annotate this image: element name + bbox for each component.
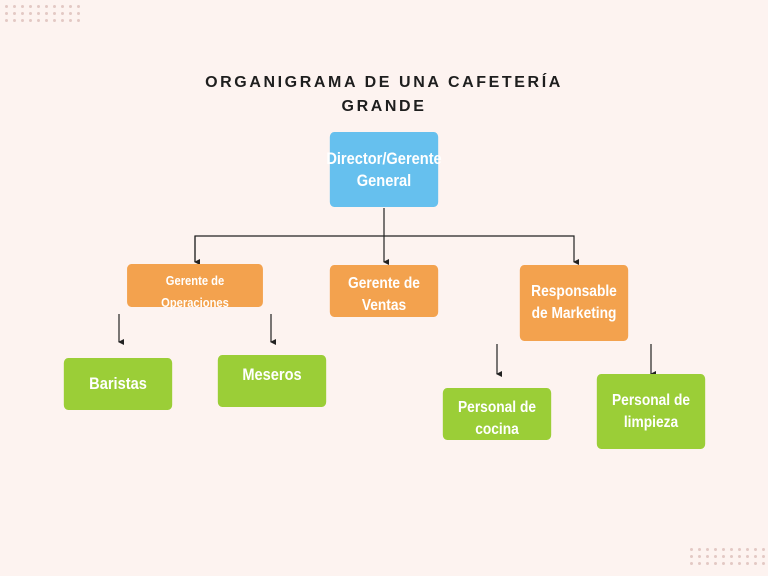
decorative-dot xyxy=(738,555,741,558)
decorative-dot xyxy=(69,19,72,22)
decorative-dot xyxy=(5,5,8,8)
decorative-dot xyxy=(77,12,80,15)
decorative-dot xyxy=(53,19,56,22)
decorative-dot xyxy=(706,548,709,551)
decorative-dot xyxy=(746,562,749,565)
node-gerente-operaciones: Gerente de Operaciones xyxy=(127,264,263,310)
decorative-dot xyxy=(730,562,733,565)
decorative-dot xyxy=(730,548,733,551)
decorative-dot xyxy=(738,548,741,551)
decorative-dot xyxy=(13,12,16,15)
decorative-dot xyxy=(21,5,24,8)
decorative-dot xyxy=(53,5,56,8)
decorative-dot xyxy=(21,19,24,22)
decorative-dot xyxy=(762,562,765,565)
decorative-dot xyxy=(762,555,765,558)
decorative-dot xyxy=(722,548,725,551)
decorative-dot xyxy=(29,5,32,8)
decorative-dot xyxy=(37,5,40,8)
decorative-dot xyxy=(77,19,80,22)
decorative-dots-top-left xyxy=(5,5,85,26)
decorative-dot xyxy=(37,19,40,22)
decorative-dot xyxy=(754,548,757,551)
decorative-dot xyxy=(13,19,16,22)
node-personal-limpieza: Personal de limpieza xyxy=(596,374,706,449)
node-director-general: Director/Gerente General xyxy=(326,132,442,207)
decorative-dot xyxy=(29,12,32,15)
decorative-dot xyxy=(714,562,717,565)
decorative-dot xyxy=(37,12,40,15)
decorative-dot xyxy=(698,555,701,558)
decorative-dot xyxy=(730,555,733,558)
decorative-dot xyxy=(61,12,64,15)
decorative-dot xyxy=(5,19,8,22)
node-gerente-ventas: Gerente de Ventas xyxy=(329,265,439,317)
chart-title-line-2: GRANDE xyxy=(341,98,427,115)
decorative-dot xyxy=(69,5,72,8)
node-baristas: Baristas xyxy=(63,358,173,410)
decorative-dot xyxy=(706,555,709,558)
decorative-dot xyxy=(61,5,64,8)
decorative-dot xyxy=(746,548,749,551)
node-meseros: Meseros xyxy=(217,355,327,407)
chart-title-line-1: ORGANIGRAMA DE UNA CAFETERÍA xyxy=(205,74,563,91)
decorative-dot xyxy=(61,19,64,22)
node-responsable-marketing: Responsable de Marketing xyxy=(519,265,629,341)
decorative-dot xyxy=(77,5,80,8)
decorative-dot xyxy=(13,5,16,8)
decorative-dot xyxy=(690,548,693,551)
decorative-dot xyxy=(754,555,757,558)
decorative-dot xyxy=(698,562,701,565)
decorative-dot xyxy=(714,548,717,551)
chart-title: ORGANIGRAMA DE UNA CAFETERÍA GRANDE xyxy=(0,71,768,119)
decorative-dot xyxy=(45,12,48,15)
decorative-dot xyxy=(690,562,693,565)
decorative-dot xyxy=(714,555,717,558)
decorative-dot xyxy=(45,5,48,8)
decorative-dot xyxy=(698,548,701,551)
decorative-dot xyxy=(754,562,757,565)
decorative-dot xyxy=(5,12,8,15)
decorative-dot xyxy=(21,12,24,15)
decorative-dots-bottom-right xyxy=(690,548,768,569)
decorative-dot xyxy=(738,562,741,565)
decorative-dot xyxy=(722,562,725,565)
decorative-dot xyxy=(29,19,32,22)
node-personal-cocina: Personal de cocina xyxy=(442,388,552,440)
decorative-dot xyxy=(690,555,693,558)
decorative-dot xyxy=(53,12,56,15)
decorative-dot xyxy=(69,12,72,15)
decorative-dot xyxy=(746,555,749,558)
decorative-dot xyxy=(706,562,709,565)
decorative-dot xyxy=(762,548,765,551)
decorative-dot xyxy=(45,19,48,22)
decorative-dot xyxy=(722,555,725,558)
